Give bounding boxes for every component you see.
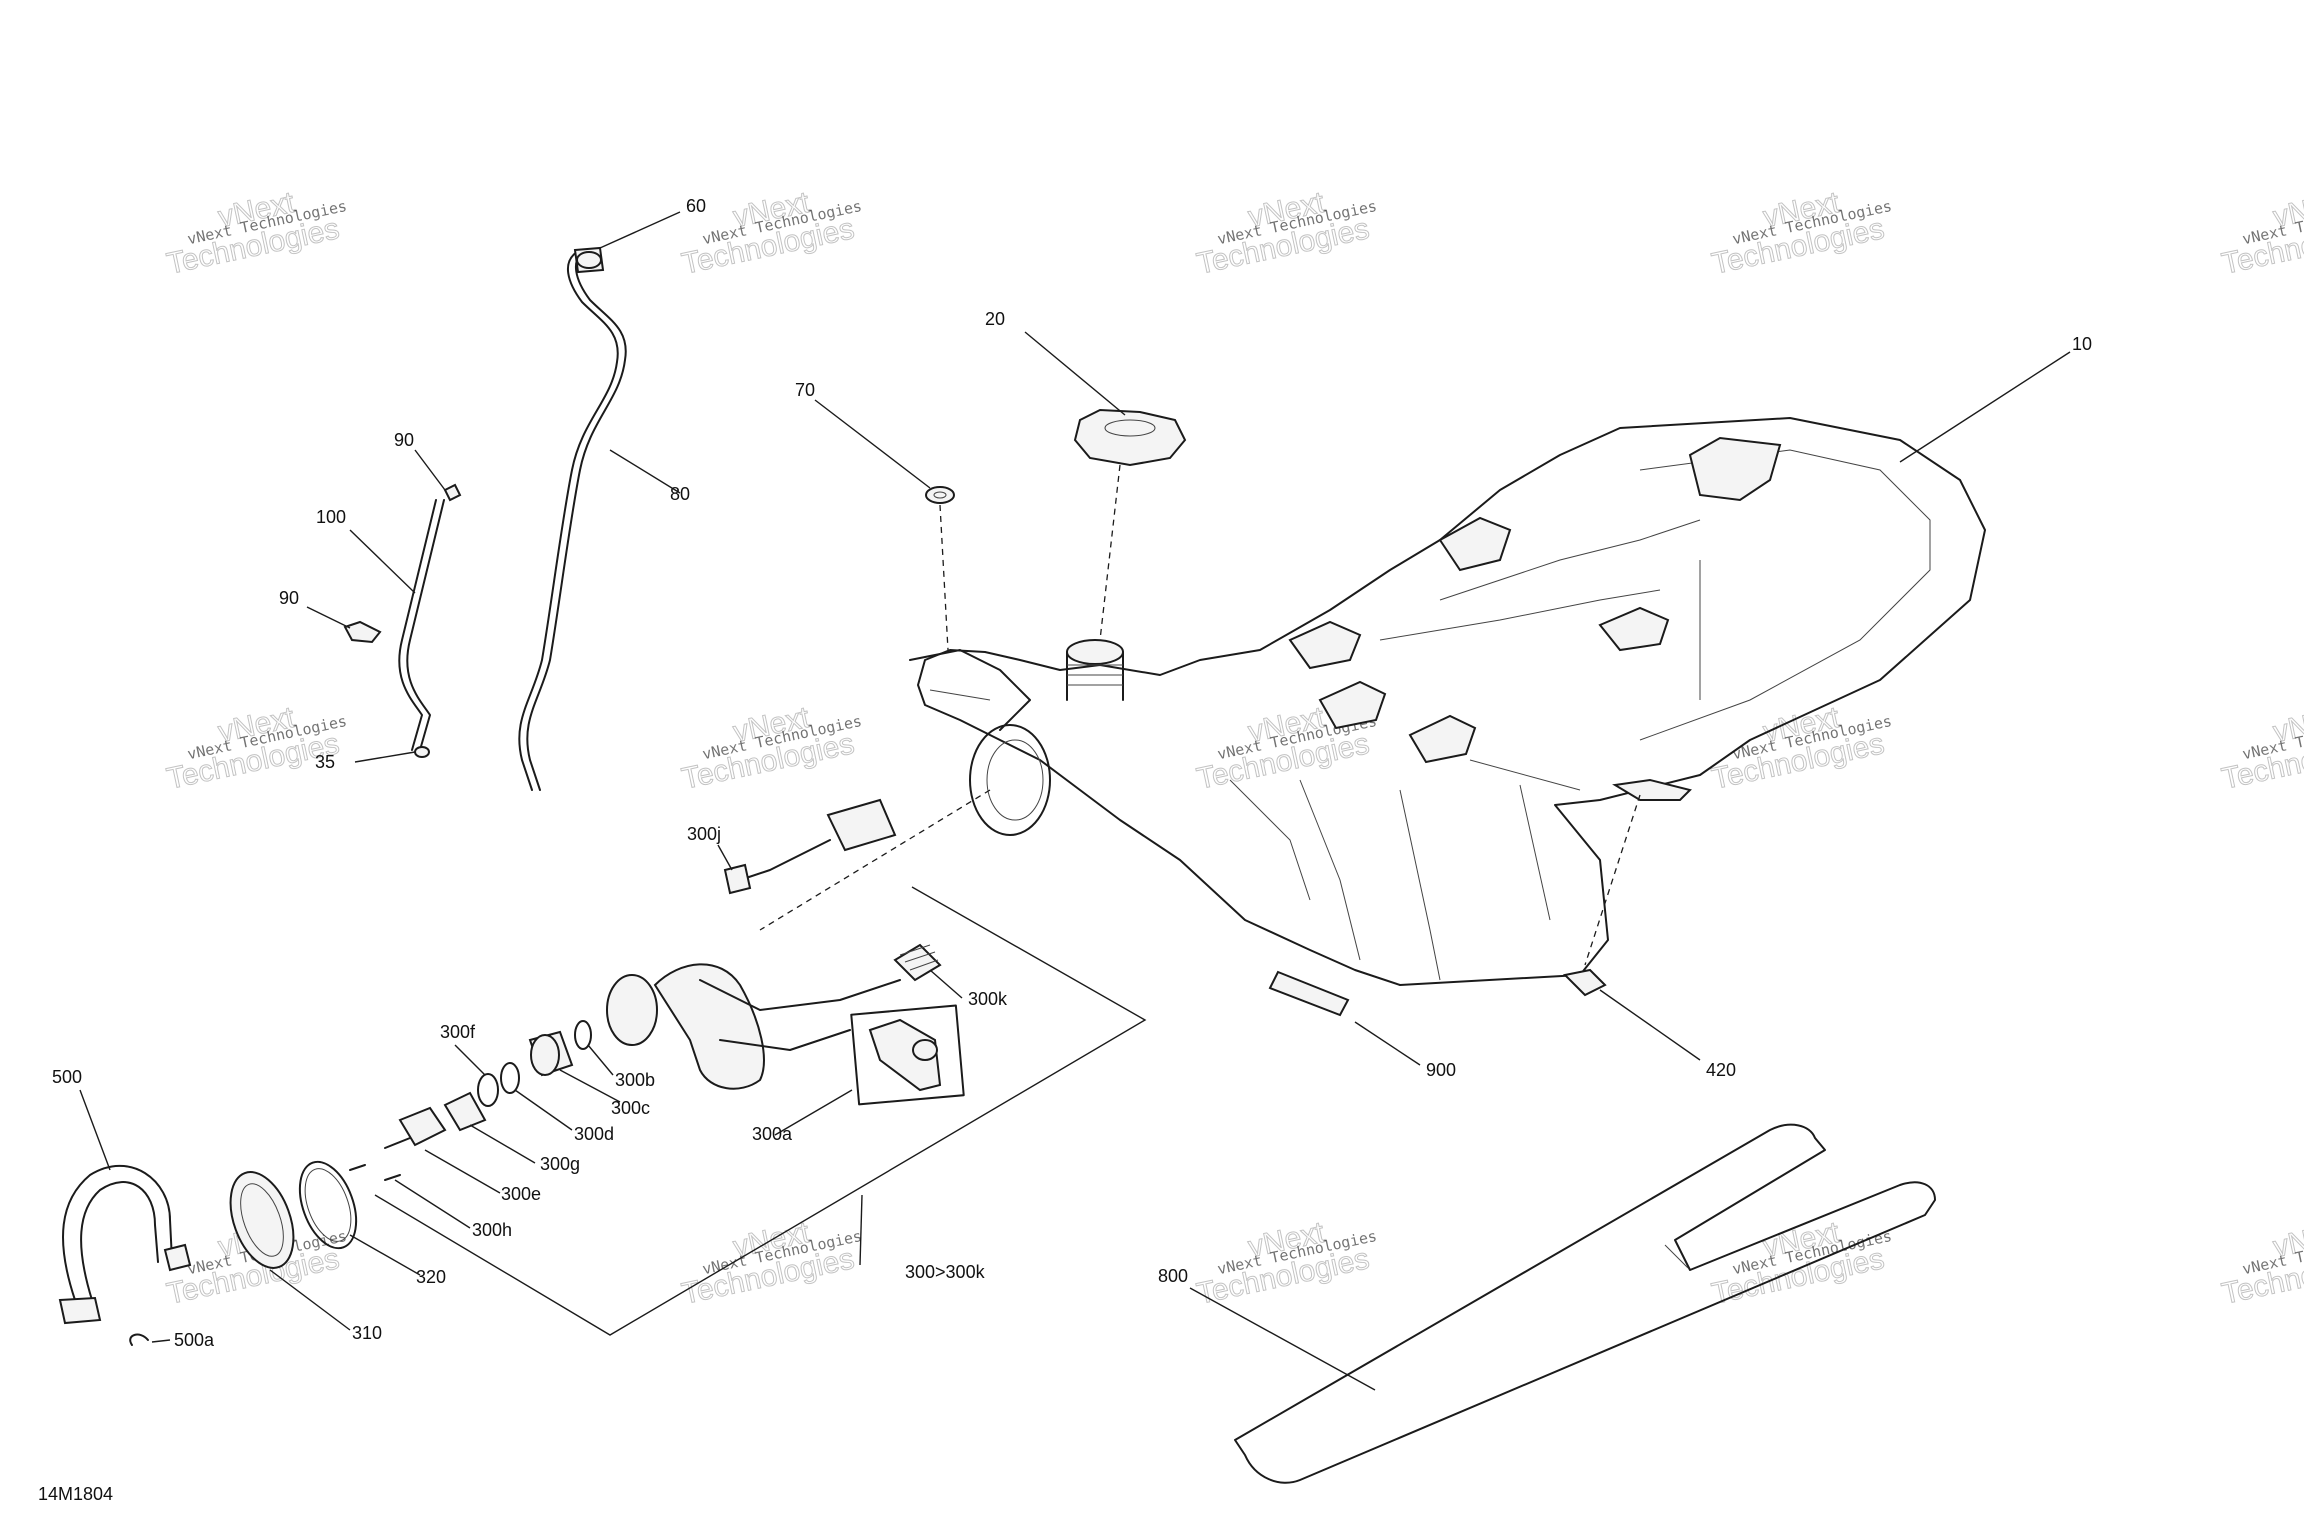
watermark: Technologies vNext vNext Technologies — [1708, 185, 1893, 281]
fuel-cap — [1073, 408, 1187, 641]
oring-300f — [477, 1073, 499, 1107]
callout-900: 900 — [1426, 1060, 1456, 1080]
callout-300g: 300g — [540, 1154, 580, 1174]
callout-800: 800 — [1158, 1266, 1188, 1286]
oring-300d — [500, 1062, 520, 1094]
callout-300a: 300a — [752, 1124, 793, 1144]
vent-hose — [518, 249, 627, 791]
callout-90-upper: 90 — [394, 430, 414, 450]
callout-300f: 300f — [440, 1022, 476, 1042]
watermark: Technologies vNext vNext Technologies — [163, 700, 348, 796]
heat-shield — [1234, 1123, 1936, 1484]
callout-labels: 60 80 20 70 10 90 100 90 35 300j 300k 30… — [52, 196, 2092, 1350]
seal-ring — [298, 1160, 358, 1250]
callout-80: 80 — [670, 484, 690, 504]
clip-90-lower — [343, 620, 382, 644]
watermark: Technologies vNext vNext Technologies — [1193, 185, 1378, 281]
callout-420: 420 — [1706, 1060, 1736, 1080]
watermark: Technologies vNext vNext Technologies — [2218, 185, 2304, 281]
callout-300c: 300c — [611, 1098, 650, 1118]
fitting-300e — [384, 1106, 447, 1149]
hose-clip-500a — [129, 1333, 149, 1346]
clip-90-upper — [443, 483, 462, 502]
callout-10: 10 — [2072, 334, 2092, 354]
leader-lines — [79, 211, 2071, 1391]
pad-900 — [1268, 970, 1350, 1017]
fuel-tank — [909, 417, 1986, 986]
callout-300k: 300k — [968, 989, 1008, 1009]
watermark: Technologies vNext vNext Technologies — [678, 700, 863, 796]
callout-500a: 500a — [174, 1330, 215, 1350]
oring-300b — [574, 1020, 592, 1050]
clip-35 — [414, 746, 430, 758]
callout-90-lower: 90 — [279, 588, 299, 608]
callout-310: 310 — [352, 1323, 382, 1343]
grommet-420 — [1562, 794, 1641, 997]
callout-100: 100 — [316, 507, 346, 527]
callout-300j: 300j — [687, 824, 721, 844]
watermark: Technologies vNext vNext Technologies — [1708, 700, 1893, 796]
callout-500: 500 — [52, 1067, 82, 1087]
callout-320: 320 — [416, 1267, 446, 1287]
watermark: Technologies vNext vNext Technologies — [678, 185, 863, 281]
watermark: Technologies vNext vNext Technologies — [678, 1215, 863, 1311]
callout-60: 60 — [686, 196, 706, 216]
callout-35: 35 — [315, 752, 335, 772]
screws-300h — [349, 1164, 401, 1181]
callout-70: 70 — [795, 380, 815, 400]
watermark: Technologies vNext vNext Technologies — [2218, 1215, 2304, 1311]
pump-kit-bracket — [374, 886, 1147, 1336]
watermark: Technologies vNext vNext Technologies — [2218, 700, 2304, 796]
fuel-pump — [606, 943, 942, 1090]
watermark: Technologies vNext vNext Technologies — [163, 185, 348, 281]
callout-300d: 300d — [574, 1124, 614, 1144]
watermark: Technologies vNext vNext Technologies — [1708, 1215, 1893, 1311]
watermarks: Technologies vNext vNext Technologies Te… — [163, 185, 2304, 1311]
callout-20: 20 — [985, 309, 1005, 329]
lock-ring — [229, 1171, 295, 1269]
callout-300b: 300b — [615, 1070, 655, 1090]
callout-300-range: 300>300k — [905, 1262, 986, 1282]
drawing-id: 14M1804 — [38, 1484, 113, 1504]
callout-300e: 300e — [501, 1184, 541, 1204]
grommet-70 — [925, 486, 955, 651]
drain-hose — [398, 499, 445, 751]
fuel-hose — [58, 1164, 192, 1325]
vent-valve — [573, 246, 605, 274]
pump-filter-inset — [850, 1004, 965, 1106]
regulator-300g — [443, 1091, 487, 1132]
callout-300h: 300h — [472, 1220, 512, 1240]
filter-300c — [528, 1030, 574, 1077]
fuel-level-sender — [723, 789, 991, 931]
watermark: Technologies vNext vNext Technologies — [1193, 1215, 1378, 1311]
